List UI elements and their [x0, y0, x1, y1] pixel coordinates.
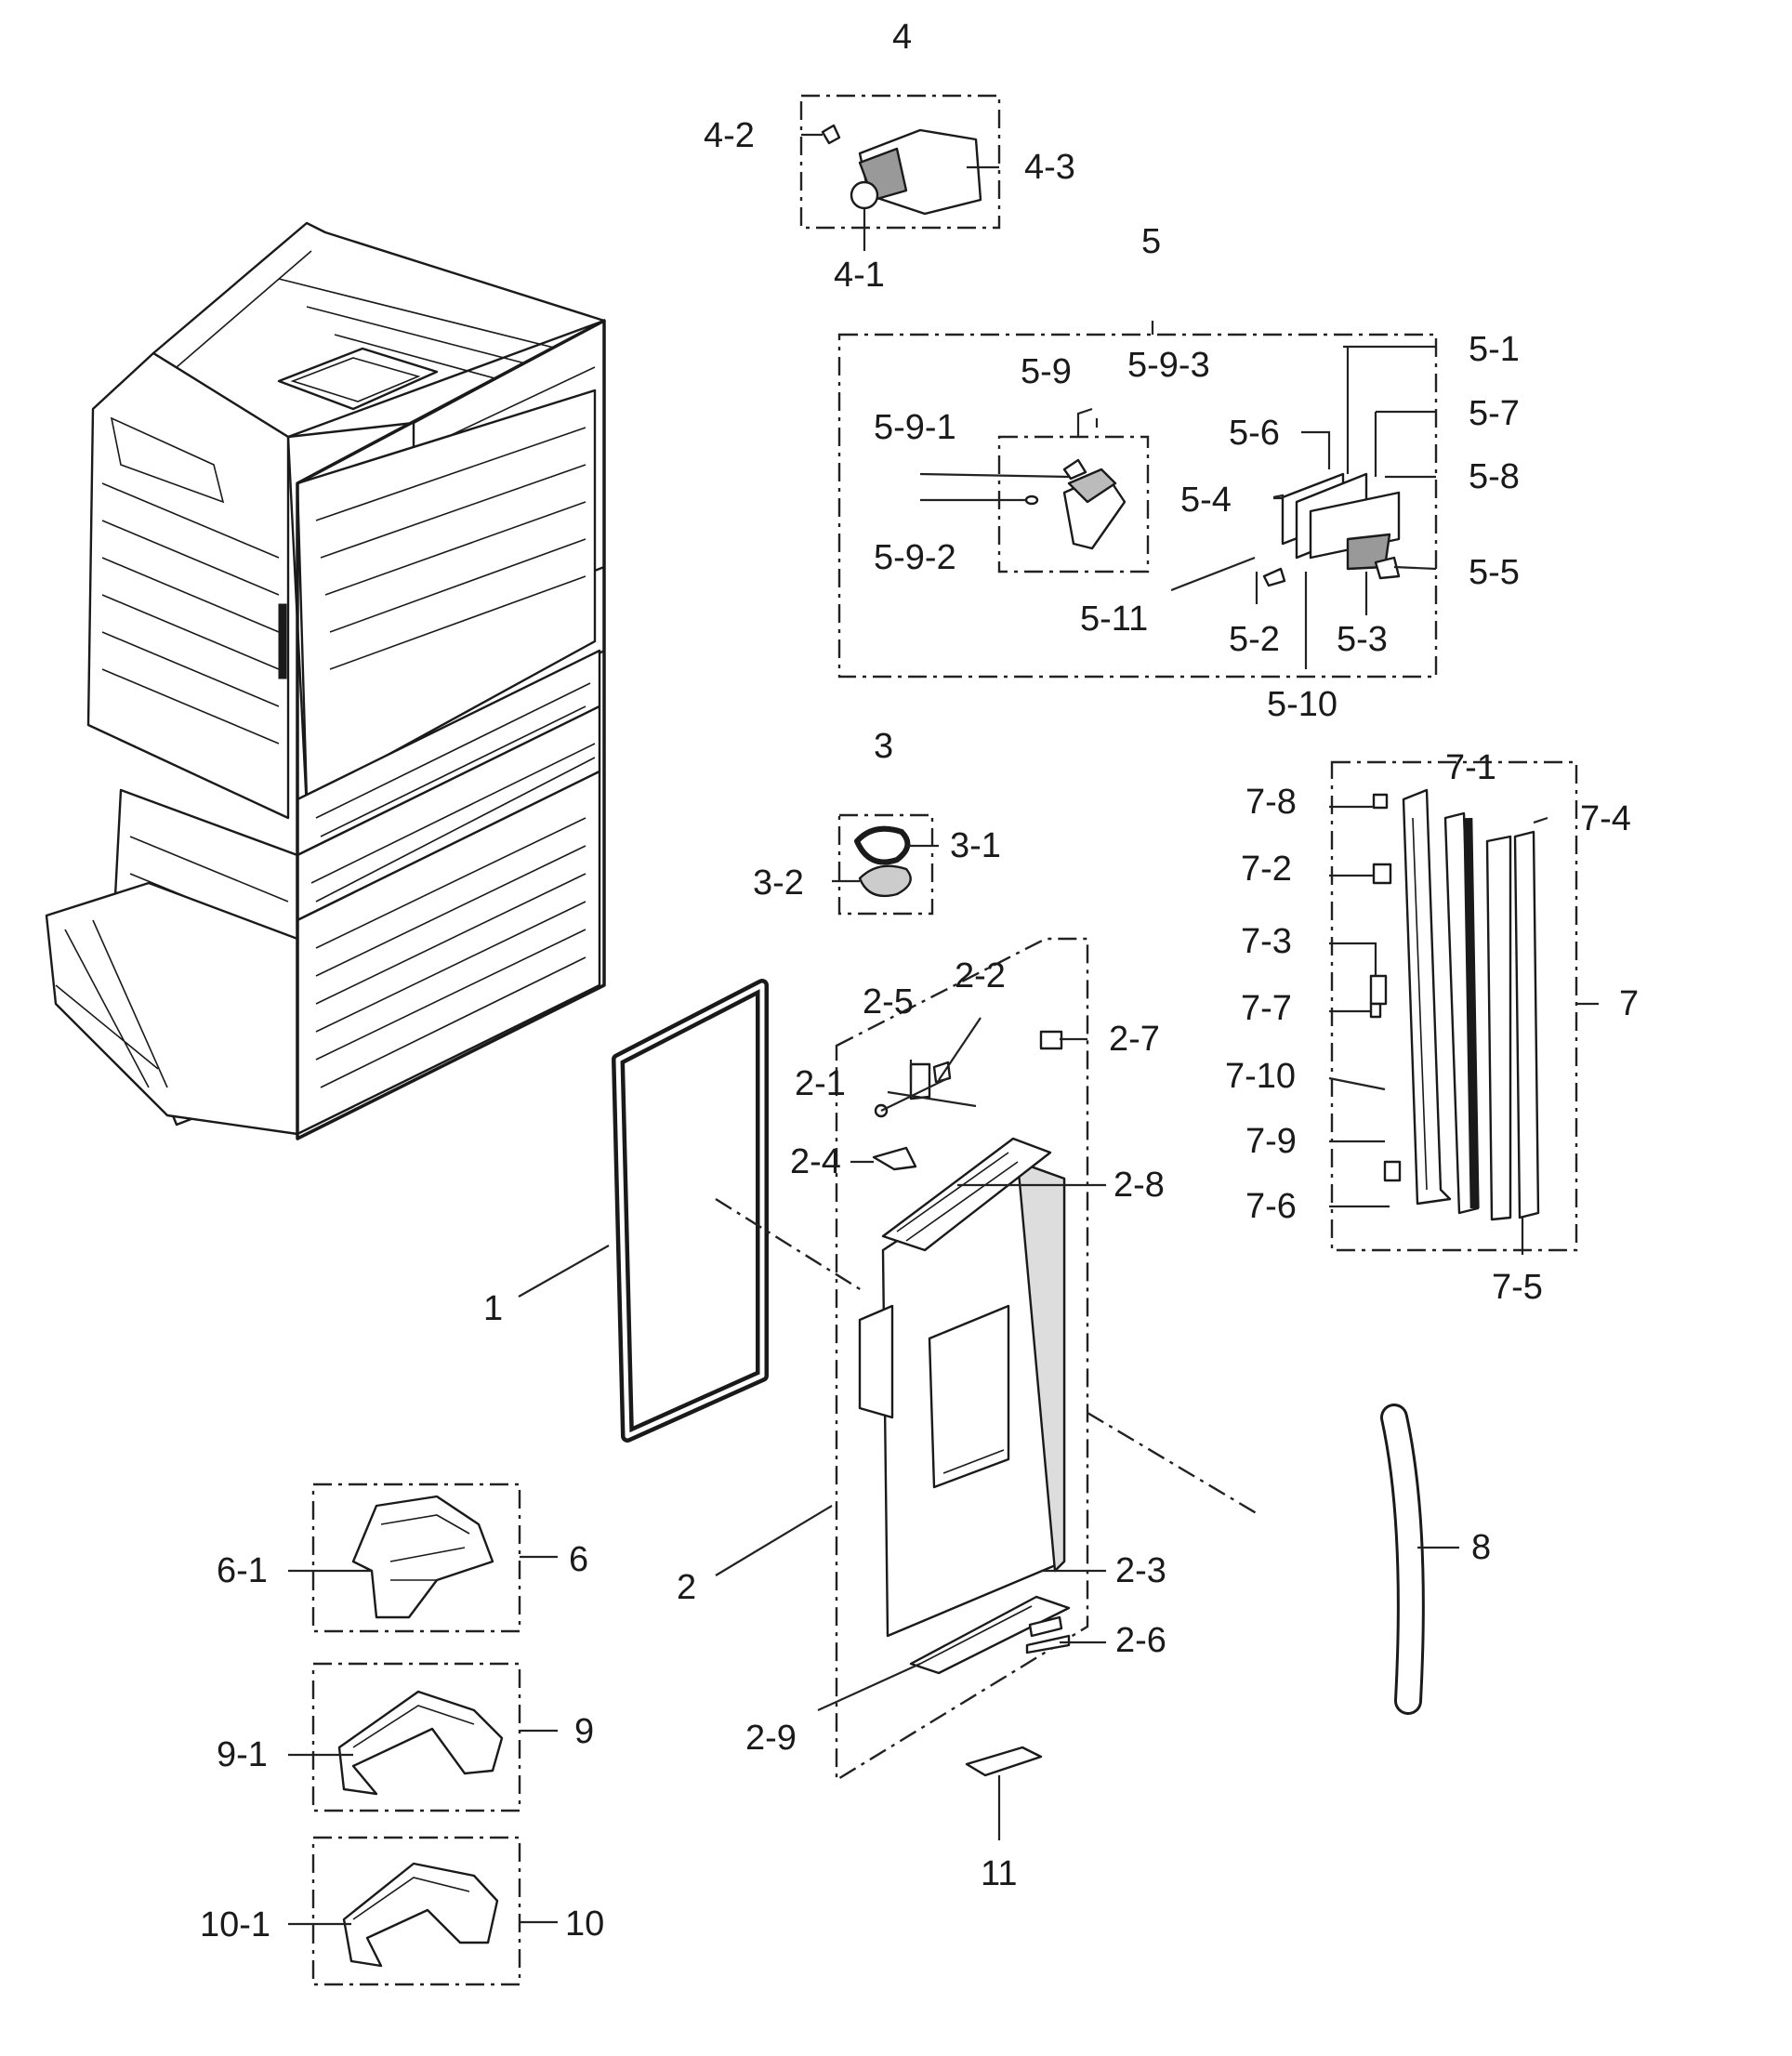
callout-4: 4	[892, 18, 912, 57]
callout-1: 1	[483, 1289, 503, 1328]
callout-2: 2	[677, 1568, 696, 1607]
callout-5-4: 5-4	[1180, 481, 1232, 520]
callout-7-1: 7-1	[1445, 748, 1496, 787]
callout-2-3: 2-3	[1115, 1551, 1166, 1590]
callout-8: 8	[1471, 1528, 1491, 1567]
callout-7-2: 7-2	[1241, 850, 1292, 889]
callout-4-2: 4-2	[704, 116, 755, 155]
callout-2-7: 2-7	[1109, 1020, 1160, 1059]
callout-5-5: 5-5	[1469, 553, 1520, 592]
callout-5-9-2: 5-9-2	[874, 538, 956, 577]
control-assembly	[837, 321, 1438, 679]
callout-5-1: 5-1	[1469, 330, 1520, 369]
callout-5-2: 5-2	[1229, 620, 1280, 659]
callout-5-8: 5-8	[1469, 457, 1520, 496]
callout-2-4: 2-4	[790, 1142, 841, 1181]
refrigerator-cabinet	[45, 221, 606, 1140]
door-gasket	[518, 979, 769, 1443]
callout-7-8: 7-8	[1245, 783, 1297, 822]
callout-7-3: 7-3	[1241, 922, 1292, 961]
callout-9-1: 9-1	[217, 1735, 268, 1774]
callout-2-9: 2-9	[745, 1719, 797, 1758]
callout-9: 9	[574, 1712, 594, 1751]
callout-labels: 1 2 2-1 2-2 2-3 2-4 2-5 2-6 2-7 2-8 2-9 …	[200, 18, 1639, 1944]
callout-6: 6	[569, 1540, 588, 1579]
callout-6-1: 6-1	[217, 1551, 268, 1590]
callout-5-9-3: 5-9-3	[1127, 346, 1210, 385]
callout-5: 5	[1141, 222, 1161, 261]
callout-7-4: 7-4	[1580, 799, 1631, 838]
callout-11: 11	[981, 1854, 1017, 1893]
door-bin-9	[288, 1662, 558, 1812]
assembly-alignment-lines	[715, 1197, 1260, 1517]
handle-strip-assembly	[1328, 760, 1599, 1255]
callout-5-10: 5-10	[1267, 685, 1337, 724]
callout-5-7: 5-7	[1469, 394, 1520, 433]
callout-3-2: 3-2	[753, 863, 804, 903]
callout-4-1: 4-1	[834, 256, 885, 295]
callout-7-10: 7-10	[1225, 1057, 1296, 1096]
callout-5-3: 5-3	[1337, 620, 1388, 659]
callout-2-2: 2-2	[955, 956, 1006, 995]
door-bin-6	[288, 1483, 558, 1633]
trim-piece-11	[965, 1746, 1043, 1840]
callout-7-6: 7-6	[1245, 1187, 1297, 1226]
callout-2-1: 2-1	[795, 1064, 846, 1103]
callout-5-9: 5-9	[1021, 352, 1072, 391]
callout-3: 3	[874, 727, 893, 766]
motor-assembly	[799, 94, 1001, 251]
lamp-cover-assembly	[832, 813, 939, 916]
callout-10-1: 10-1	[200, 1905, 270, 1944]
door-handle	[1380, 1404, 1459, 1715]
callout-2-6: 2-6	[1115, 1621, 1166, 1660]
callout-2-5: 2-5	[863, 982, 914, 1021]
callout-5-9-1: 5-9-1	[874, 408, 956, 447]
callout-5-11: 5-11	[1080, 600, 1148, 639]
callout-3-1: 3-1	[950, 826, 1001, 865]
callout-7: 7	[1619, 984, 1639, 1023]
callout-2-8: 2-8	[1113, 1166, 1165, 1205]
callout-7-5: 7-5	[1492, 1268, 1543, 1307]
door-assembly	[715, 937, 1106, 1783]
callout-5-6: 5-6	[1229, 414, 1280, 453]
door-bin-10	[288, 1836, 558, 1986]
callout-7-9: 7-9	[1245, 1122, 1297, 1161]
callout-10: 10	[565, 1904, 604, 1944]
callout-7-7: 7-7	[1241, 989, 1292, 1028]
callout-4-3: 4-3	[1024, 148, 1075, 187]
